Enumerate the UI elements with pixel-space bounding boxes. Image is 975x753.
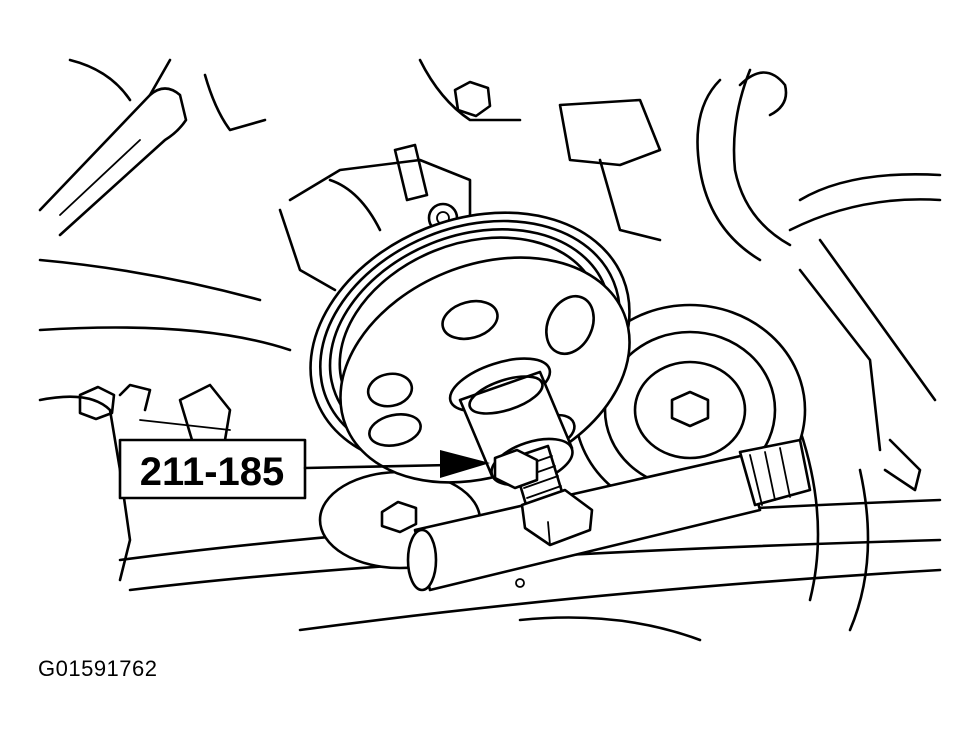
callout-box xyxy=(118,438,307,500)
callout-211-185: 211-185 xyxy=(118,438,490,500)
pulley-puller-tool xyxy=(448,357,594,547)
figure-id: G01591762 xyxy=(38,656,158,681)
callout-label: 211-185 xyxy=(140,450,285,494)
callout-arrowhead xyxy=(440,450,490,478)
